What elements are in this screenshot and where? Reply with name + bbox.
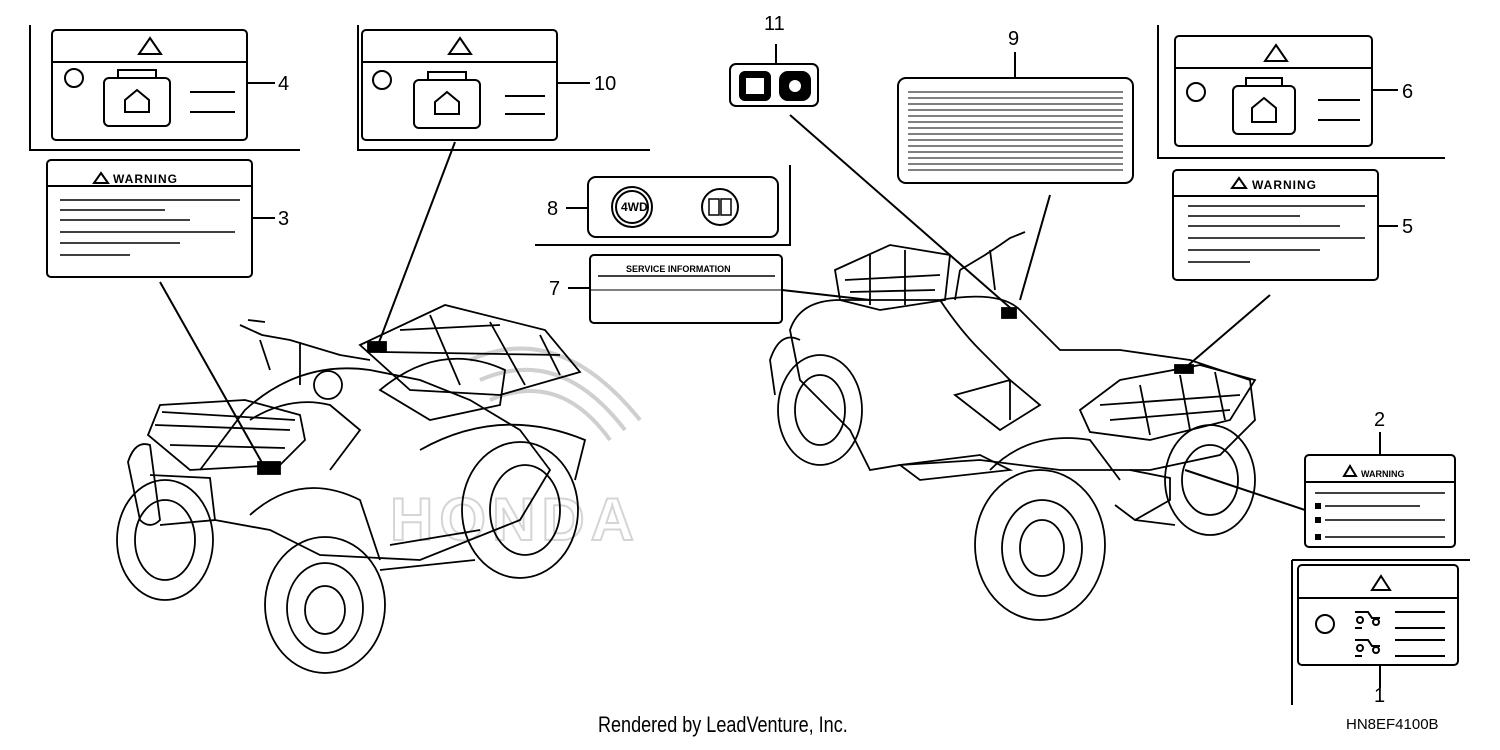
label-2-warning bbox=[1304, 454, 1456, 548]
render-credit: Rendered by LeadVenture, Inc. bbox=[598, 712, 848, 737]
manual-icon bbox=[701, 188, 739, 226]
warning-triangle-icon bbox=[137, 36, 163, 55]
leader-11-to-vehicle bbox=[789, 114, 1016, 313]
warning-triangle-icon bbox=[1342, 464, 1358, 477]
warning-triangle-icon bbox=[92, 171, 110, 184]
callout-4: 4 bbox=[278, 73, 289, 95]
leader-7-to-vehicle bbox=[781, 289, 871, 301]
manual-icon bbox=[1315, 614, 1335, 634]
warning-triangle-icon bbox=[447, 36, 473, 55]
callout-6: 6 bbox=[1402, 81, 1413, 103]
label-location-11 bbox=[1001, 307, 1017, 319]
label-location-10 bbox=[367, 341, 387, 353]
callout-1: 1 bbox=[1374, 685, 1385, 707]
leader-2-to-vehicle bbox=[1184, 469, 1306, 511]
watermark-text: HONDA bbox=[390, 486, 640, 553]
label-location-3 bbox=[257, 461, 281, 475]
honda-watermark: HONDA bbox=[389, 346, 642, 554]
leader-3-to-vehicle bbox=[159, 281, 266, 469]
warning-triangle-icon bbox=[1263, 43, 1289, 62]
callout-7: 7 bbox=[549, 278, 560, 300]
callout-5: 5 bbox=[1402, 216, 1413, 238]
warning-triangle-icon bbox=[1370, 574, 1392, 591]
leader-5-to-vehicle bbox=[1184, 294, 1271, 369]
label-5-warning-text: WARNING bbox=[1252, 178, 1317, 192]
label-3-warning bbox=[46, 159, 253, 278]
leader-9-to-vehicle bbox=[1019, 194, 1051, 301]
label-6-caution bbox=[1174, 35, 1373, 147]
4wd-icon bbox=[611, 186, 653, 228]
footer: Rendered by LeadVenture, Inc. HN8EF4100B bbox=[0, 712, 1500, 742]
label-9-info-plate bbox=[897, 77, 1134, 184]
label-1-caution bbox=[1297, 564, 1459, 666]
manual-icon bbox=[1186, 82, 1206, 102]
label-2-warning-text: WARNING bbox=[1361, 469, 1405, 479]
diagram-code: HN8EF4100B bbox=[1346, 716, 1439, 733]
atv-front-view bbox=[116, 304, 587, 674]
callout-10: 10 bbox=[594, 73, 616, 95]
callout-numbers: 4 10 3 11 9 6 5 8 7 2 1 bbox=[278, 13, 1413, 707]
label-10-caution bbox=[361, 29, 558, 141]
manual-icon bbox=[64, 68, 84, 88]
separator-lines bbox=[29, 25, 1470, 705]
atv-icon bbox=[1355, 611, 1380, 657]
label-8-4wd-text: 4WD bbox=[621, 200, 648, 214]
label-location-5 bbox=[1174, 364, 1194, 374]
leader-10-to-vehicle bbox=[377, 141, 456, 346]
warning-triangle-icon bbox=[1230, 176, 1248, 189]
manual-icon bbox=[372, 70, 392, 90]
label-3-warning-text: WARNING bbox=[113, 172, 178, 186]
callout-8: 8 bbox=[547, 198, 558, 220]
callout-9: 9 bbox=[1008, 28, 1019, 50]
label-texts: WARNING WARNING WARNING 4WD SERVICE INFO… bbox=[113, 172, 1405, 479]
callout-2: 2 bbox=[1374, 409, 1385, 431]
atv-rear-view bbox=[769, 231, 1257, 621]
label-7-service-text: SERVICE INFORMATION bbox=[626, 264, 731, 274]
label-8-4wd bbox=[587, 176, 779, 238]
label-11-icons bbox=[729, 63, 819, 107]
label-4-caution bbox=[51, 29, 248, 141]
callout-3: 3 bbox=[278, 208, 289, 230]
callout-11: 11 bbox=[764, 13, 785, 35]
